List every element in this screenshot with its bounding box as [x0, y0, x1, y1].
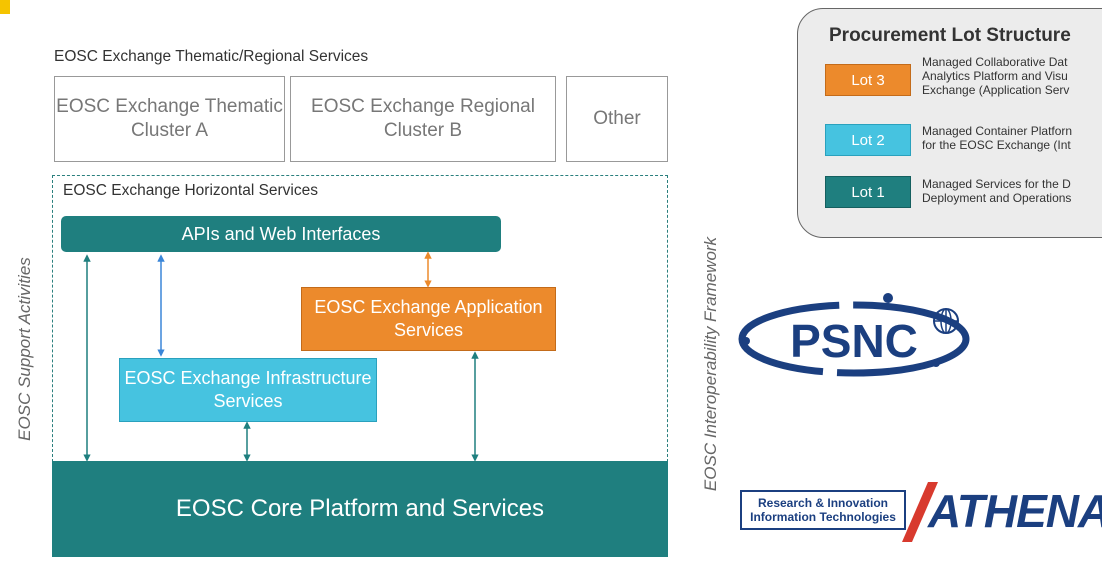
core-platform-box: EOSC Core Platform and Services [52, 461, 668, 557]
lot-3-desc-line: Managed Collaborative Dat [922, 55, 1068, 69]
lot-2-desc-line: for the EOSC Exchange (Int [922, 138, 1071, 152]
lot-3-description: Managed Collaborative Dat Analytics Plat… [922, 55, 1069, 97]
athena-wordmark: ATHENA [928, 485, 1102, 537]
support-activities-label: EOSC Support Activities [15, 257, 34, 441]
apis-label: APIs and Web Interfaces [181, 223, 381, 244]
interoperability-framework-label: EOSC Interoperability Framework [701, 236, 720, 492]
procurement-title: Procurement Lot Structure [829, 25, 1071, 46]
thematic-regional-title: EOSC Exchange Thematic/Regional Services [54, 48, 369, 65]
lot-1-description: Managed Services for the D Deployment an… [922, 177, 1071, 205]
other-box: Other [566, 76, 668, 162]
infrastructure-services-label: EOSC Exchange Infrastructure Services [124, 368, 372, 411]
lot-1-desc-line: Deployment and Operations [922, 191, 1072, 205]
lot-2-desc-line: Managed Container Platforn [922, 124, 1073, 138]
accent-mark [0, 0, 10, 14]
athena-subtitle-line: Information Technologies [750, 510, 896, 524]
athena-subtitle: Research & Innovation Information Techno… [740, 490, 906, 530]
apis-web-interfaces-box: APIs and Web Interfaces [61, 216, 501, 252]
psnc-logo: PSNC [738, 293, 970, 377]
lot-3-desc-line: Exchange (Application Serv [922, 83, 1070, 97]
regional-cluster-label: EOSC Exchange Regional Cluster B [311, 96, 535, 141]
lot-3-desc-line: Analytics Platform and Visu [922, 69, 1068, 83]
psnc-wordmark: PSNC [790, 315, 918, 367]
application-services-label: EOSC Exchange Application Services [314, 297, 543, 340]
thematic-cluster-box: EOSC Exchange Thematic Cluster A [54, 76, 285, 162]
application-services-box: EOSC Exchange Application Services [301, 287, 556, 351]
other-label: Other [593, 108, 641, 129]
athena-subtitle-line: Research & Innovation [757, 496, 889, 510]
core-platform-label: EOSC Core Platform and Services [175, 495, 545, 522]
lot-2-description: Managed Container Platforn for the EOSC … [922, 124, 1072, 152]
lot-1-badge: Lot 1 [825, 176, 911, 208]
lot-2-badge: Lot 2 [825, 124, 911, 156]
horizontal-services-title: EOSC Exchange Horizontal Services [63, 182, 319, 199]
regional-cluster-box: EOSC Exchange Regional Cluster B [290, 76, 556, 162]
lot-1-desc-line: Managed Services for the D [922, 177, 1071, 191]
thematic-cluster-label: EOSC Exchange Thematic Cluster A [56, 96, 283, 141]
athena-slash-icon [902, 482, 938, 542]
lot-3-badge: Lot 3 [825, 64, 911, 96]
